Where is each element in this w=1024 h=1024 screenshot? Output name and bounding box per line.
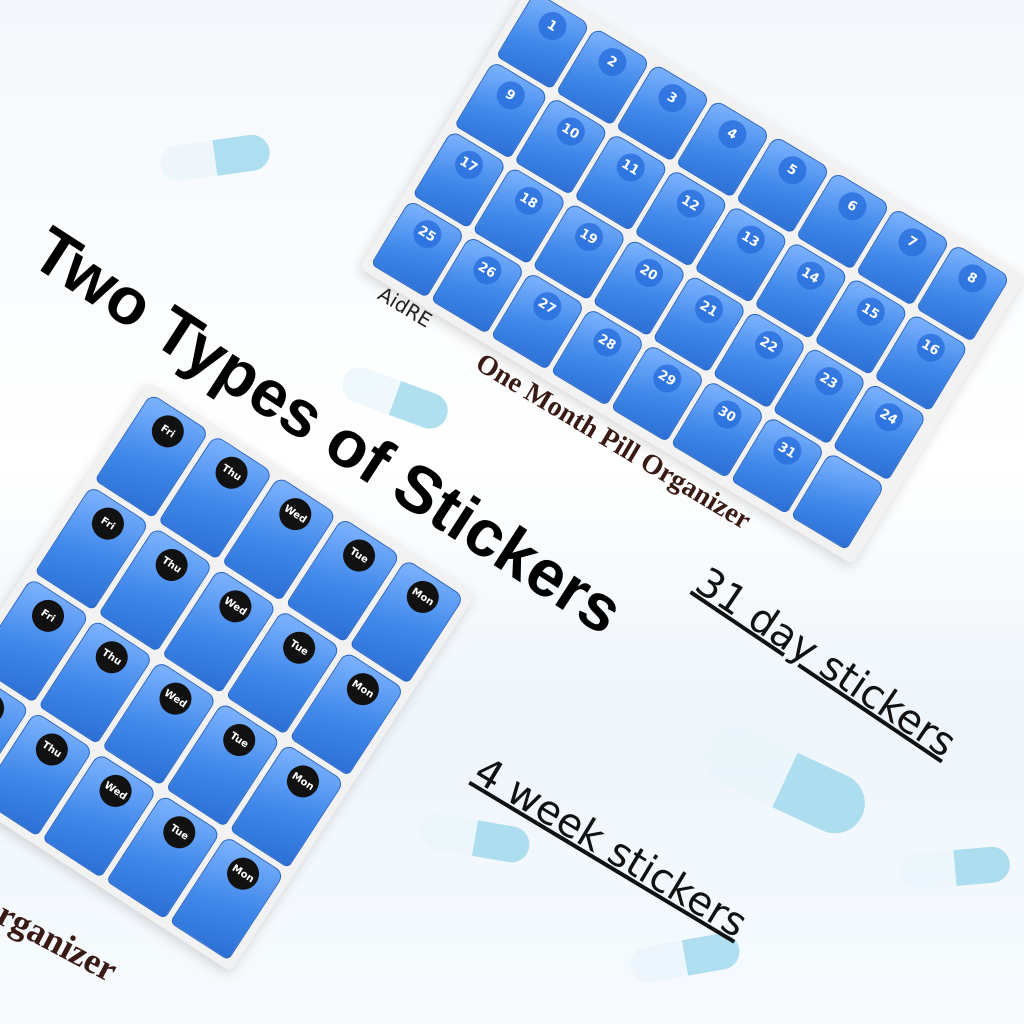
day-number-sticker: 12	[671, 184, 710, 223]
day-number-sticker: 4	[712, 114, 752, 154]
weekday-sticker: Fri	[0, 685, 11, 731]
weekday-sticker: Mon	[340, 667, 386, 712]
day-number-sticker: 11	[611, 148, 650, 187]
background-pill	[695, 716, 875, 844]
day-number-sticker: 10	[551, 112, 590, 151]
day-number-sticker: 8	[952, 258, 992, 298]
day-number-sticker: 23	[809, 361, 848, 401]
weekday-sticker: Thu	[209, 450, 254, 495]
day-number-sticker: 28	[587, 322, 627, 362]
day-number-sticker: 18	[509, 181, 548, 220]
day-number-sticker: 31	[767, 431, 807, 470]
weekday-sticker: Wed	[93, 768, 138, 814]
weekday-sticker: Thu	[29, 727, 74, 772]
weekday-sticker: Tue	[277, 625, 322, 670]
product-name-cropped: rganizer	[0, 893, 125, 990]
day-number-sticker: 21	[689, 289, 728, 329]
day-number-sticker: 19	[569, 217, 608, 256]
weekday-sticker: Thu	[149, 542, 194, 588]
weekday-sticker: Wed	[273, 492, 318, 537]
weekday-sticker: Mon	[400, 574, 445, 620]
weekday-sticker: Thu	[89, 635, 134, 680]
weekday-sticker: Fri	[25, 593, 71, 638]
weekday-sticker: Tue	[336, 533, 382, 578]
day-number-sticker: 2	[592, 42, 632, 82]
day-number-sticker: 6	[832, 186, 872, 226]
background-pill	[158, 132, 272, 184]
weekday-sticker: Mon	[220, 851, 266, 896]
day-number-sticker: 17	[449, 145, 488, 184]
day-number-sticker: 25	[407, 214, 447, 254]
day-number-sticker: 7	[892, 222, 932, 262]
weekday-sticker: Mon	[280, 759, 326, 804]
background-pill	[417, 810, 533, 866]
day-number-sticker: 24	[869, 397, 908, 437]
background-pill	[898, 845, 1012, 891]
day-number-sticker: 15	[851, 292, 890, 331]
day-number-sticker: 13	[731, 220, 770, 259]
day-number-sticker: 26	[467, 250, 507, 290]
weekday-sticker: Wed	[153, 676, 198, 721]
day-number-sticker: 3	[652, 78, 692, 118]
weekday-sticker: Fri	[145, 409, 190, 454]
day-number-sticker: 1	[532, 6, 572, 45]
day-number-sticker: 9	[491, 75, 530, 115]
day-number-sticker: 16	[911, 328, 950, 367]
weekday-sticker: Wed	[213, 584, 258, 629]
weekday-sticker: Tue	[157, 810, 202, 855]
weekday-sticker: Tue	[217, 717, 262, 763]
day-number-sticker: 5	[772, 150, 812, 190]
day-number-sticker: 30	[707, 395, 747, 434]
day-number-sticker: 27	[527, 286, 567, 326]
day-number-sticker: 22	[749, 325, 788, 365]
day-number-sticker: 20	[629, 253, 668, 292]
weekday-sticker: Fri	[85, 501, 131, 546]
day-number-sticker: 29	[647, 359, 687, 398]
day-number-sticker: 14	[791, 256, 830, 295]
